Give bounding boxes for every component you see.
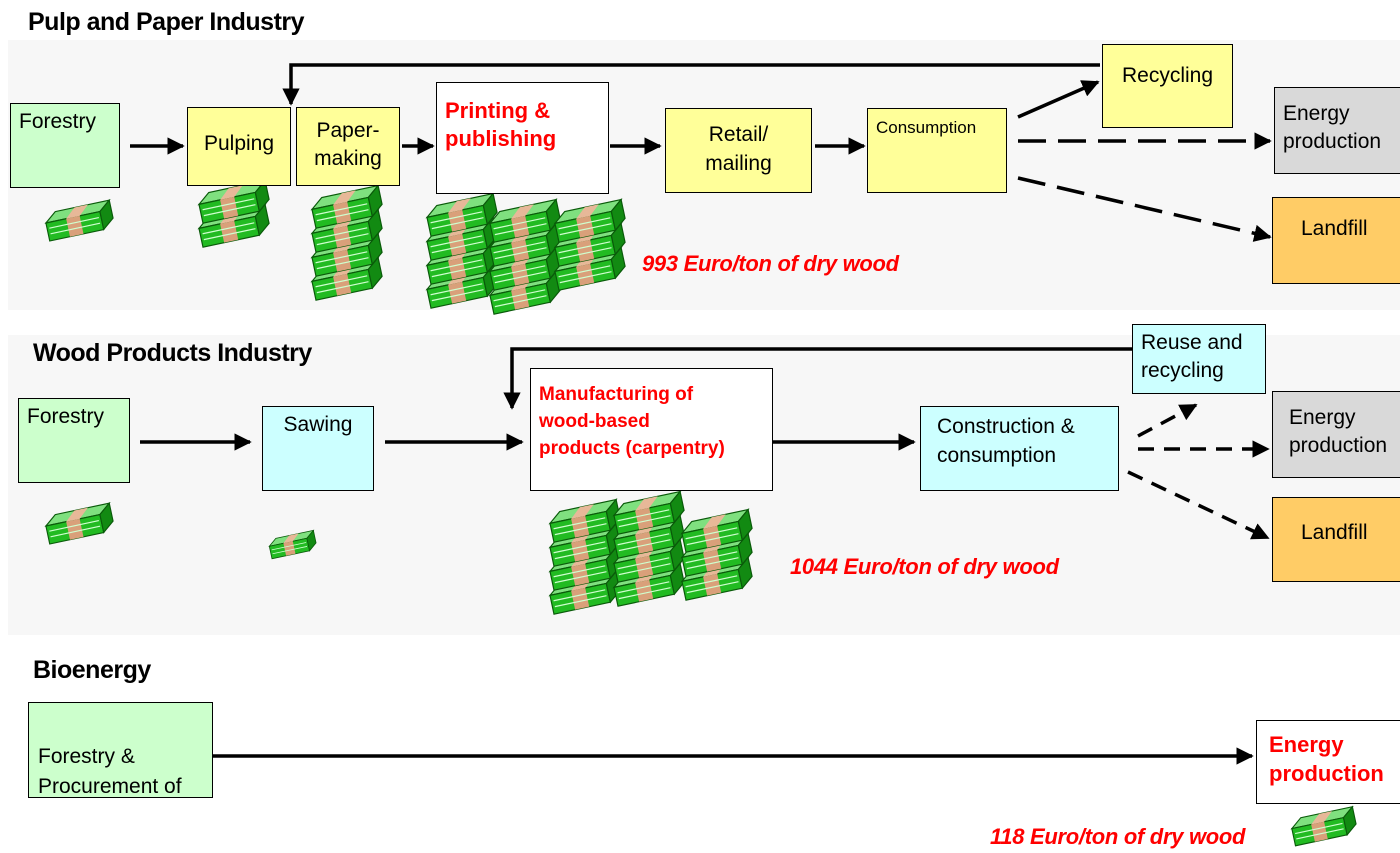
arrow-reuse-loop-to-manufacturing bbox=[503, 347, 1132, 410]
bio-heading: Bioenergy bbox=[33, 656, 151, 684]
manufacturing-box: Manufacturing of wood-based products (ca… bbox=[530, 368, 773, 491]
printing-publishing-box: Printing & publishing bbox=[436, 82, 609, 194]
money-printing-3-bundle bbox=[553, 198, 626, 243]
bio-value-label: 118 Euro/ton of dry wood bbox=[990, 824, 1246, 849]
pulp-energy-production-box: Energy production bbox=[1274, 87, 1400, 174]
recycling-box: Recycling bbox=[1102, 44, 1233, 128]
wood-energy-production-box: Energy production bbox=[1272, 391, 1400, 478]
retail-mailing-box: Retail/ mailing bbox=[665, 108, 812, 193]
wood-landfill-box: Landfill bbox=[1272, 497, 1400, 582]
wood-heading: Wood Products Industry bbox=[33, 339, 312, 367]
arrow-construction-to-reuse bbox=[1137, 403, 1198, 438]
wood-forestry-box: Forestry bbox=[18, 398, 130, 483]
pulping-box: Pulping bbox=[187, 107, 291, 186]
bio-forestry-text: Forestry & Procurement of by-products bbox=[38, 745, 182, 798]
construction-consumption-box: Construction & consumption bbox=[920, 406, 1119, 491]
arrow-recycling-loop-to-pulping bbox=[282, 63, 1100, 106]
wood-value-label: 1044 Euro/ton of dry wood bbox=[790, 554, 1059, 579]
pulp-landfill-box: Landfill bbox=[1272, 197, 1400, 284]
consumption-box: Consumption bbox=[867, 108, 1007, 193]
money-wood-forestry-bundle bbox=[44, 501, 114, 545]
money-pulp-forestry-bundle bbox=[44, 198, 114, 242]
money-printing-1-bundle bbox=[425, 192, 498, 237]
bio-forestry-procurement-box: Forestry & Procurement of by-products bbox=[28, 702, 213, 798]
money-papermaking-bundle bbox=[310, 184, 383, 229]
papermaking-box: Paper- making bbox=[296, 107, 400, 186]
arrow-consumption-to-recycling bbox=[1017, 80, 1100, 119]
pulp-heading: Pulp and Paper Industry bbox=[28, 8, 305, 36]
pulp-forestry-box: Forestry bbox=[10, 103, 120, 188]
money-manufacturing-1-bundle bbox=[548, 498, 621, 543]
money-sawing-bundle bbox=[268, 529, 317, 560]
pulp-value-label: 993 Euro/ton of dry wood bbox=[642, 251, 899, 276]
money-manufacturing-2-bundle bbox=[612, 490, 685, 535]
money-pulping-bundle bbox=[197, 179, 270, 224]
money-manufacturing-3-bundle bbox=[680, 508, 753, 553]
arrow-consumption-to-landfill bbox=[1017, 176, 1272, 242]
reuse-recycling-box: Reuse and recycling bbox=[1132, 324, 1266, 394]
money-bioenergy-bundle bbox=[1290, 805, 1357, 847]
money-printing-2-bundle bbox=[488, 198, 561, 243]
sawing-box: Sawing bbox=[262, 406, 374, 491]
bio-energy-production-box: Energy production bbox=[1256, 720, 1400, 804]
